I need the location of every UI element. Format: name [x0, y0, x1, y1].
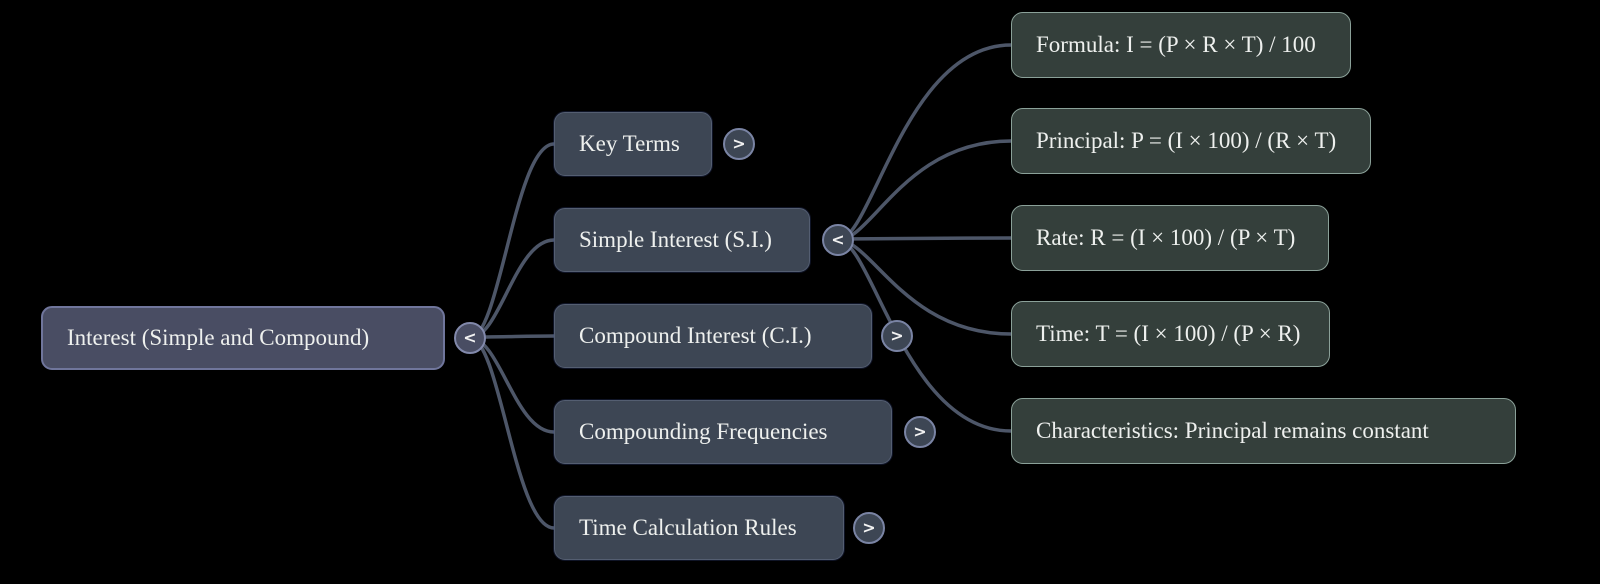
node-si-rate[interactable]: Rate: R = (I × 100) / (P × T) — [1011, 205, 1329, 271]
node-key-terms[interactable]: Key Terms — [554, 112, 712, 176]
expand-button-compound-interest[interactable]: > — [881, 320, 913, 352]
edge-si-to-principal — [836, 139, 1013, 242]
edge-root-to-key-terms — [468, 142, 556, 340]
node-label: Simple Interest (S.I.) — [579, 227, 772, 252]
node-root-interest[interactable]: Interest (Simple and Compound) — [41, 306, 445, 370]
node-label: Time: T = (I × 100) / (P × R) — [1036, 321, 1301, 346]
collapse-button-root[interactable]: < — [454, 322, 486, 354]
edge-si-to-formula — [836, 43, 1013, 242]
expand-button-key-terms[interactable]: > — [723, 128, 755, 160]
edge-root-to-time-calculation-rules — [468, 336, 556, 530]
node-label: Characteristics: Principal remains const… — [1036, 418, 1429, 443]
expand-button-time-calculation-rules[interactable]: > — [853, 512, 885, 544]
node-compound-interest[interactable]: Compound Interest (C.I.) — [554, 304, 872, 368]
edge-si-to-rate — [836, 236, 1013, 241]
node-label: Key Terms — [579, 131, 680, 156]
node-si-time[interactable]: Time: T = (I × 100) / (P × R) — [1011, 301, 1330, 367]
node-si-formula[interactable]: Formula: I = (P × R × T) / 100 — [1011, 12, 1351, 78]
node-si-principal[interactable]: Principal: P = (I × 100) / (R × T) — [1011, 108, 1371, 174]
node-si-characteristics[interactable]: Characteristics: Principal remains const… — [1011, 398, 1516, 464]
node-label: Compound Interest (C.I.) — [579, 323, 812, 348]
node-label: Formula: I = (P × R × T) / 100 — [1036, 32, 1316, 57]
node-compounding-frequencies[interactable]: Compounding Frequencies — [554, 400, 892, 464]
node-label: Principal: P = (I × 100) / (R × T) — [1036, 128, 1337, 153]
node-label: Time Calculation Rules — [579, 515, 797, 540]
node-label: Rate: R = (I × 100) / (P × T) — [1036, 225, 1296, 250]
collapse-button-simple-interest[interactable]: < — [822, 224, 854, 256]
node-time-calculation-rules[interactable]: Time Calculation Rules — [554, 496, 844, 560]
node-simple-interest[interactable]: Simple Interest (S.I.) — [554, 208, 810, 272]
node-label: Compounding Frequencies — [579, 419, 828, 444]
expand-button-compounding-frequencies[interactable]: > — [904, 416, 936, 448]
node-label: Interest (Simple and Compound) — [67, 325, 370, 350]
